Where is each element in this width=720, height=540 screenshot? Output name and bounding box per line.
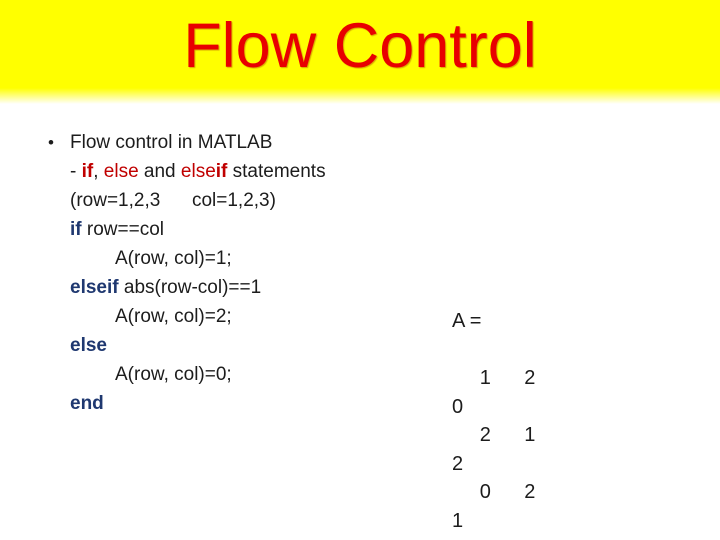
code-segment: , bbox=[93, 161, 104, 182]
code-line: elseif abs(row-col)==1 bbox=[48, 273, 448, 302]
code-segment: A(row, col)=1; bbox=[115, 248, 232, 269]
code-segment: Flow control in MATLAB bbox=[70, 132, 273, 153]
matrix-output-line: 2 1 bbox=[452, 424, 536, 446]
code-segment: (row=1,2,3 col=1,2,3) bbox=[70, 190, 276, 211]
matrix-output-line: 0 bbox=[452, 395, 464, 418]
code-segment: A(row, col)=2; bbox=[115, 306, 232, 327]
code-line: (row=1,2,3 col=1,2,3) bbox=[48, 186, 448, 215]
matrix-output-line bbox=[452, 336, 535, 365]
code-line: end bbox=[48, 389, 448, 418]
code-line: A(row, col)=1; bbox=[48, 244, 448, 273]
code-line: else bbox=[48, 331, 448, 360]
code-segment: else bbox=[70, 335, 107, 356]
matrix-output-line: 2 bbox=[452, 452, 464, 475]
code-segment: A(row, col)=0; bbox=[115, 364, 232, 385]
code-segment: row==col bbox=[81, 219, 164, 240]
code-segment: if bbox=[81, 161, 94, 182]
matrix-output-line: A = bbox=[452, 310, 482, 332]
code-segment: if bbox=[215, 161, 228, 182]
code-segment: else bbox=[103, 161, 139, 182]
code-line: • Flow control in MATLAB bbox=[48, 128, 448, 157]
code-line: if row==col bbox=[48, 215, 448, 244]
code-segment: if bbox=[70, 219, 82, 240]
code-line: A(row, col)=2; bbox=[48, 302, 448, 331]
code-segment: end bbox=[70, 393, 104, 414]
code-segment: elseif bbox=[70, 277, 119, 298]
bullet-marker: • bbox=[48, 133, 54, 152]
code-segment: statements bbox=[227, 161, 326, 182]
code-block: • Flow control in MATLAB - if, else and el… bbox=[48, 128, 448, 418]
code-segment: - bbox=[70, 161, 82, 182]
matrix-output-line: 1 2 bbox=[452, 367, 536, 389]
matrix-output-line: 0 2 bbox=[452, 481, 536, 503]
code-segment: abs(row-col)==1 bbox=[118, 277, 262, 298]
matrix-output: A = 1 2 0 2 1 2 0 2 1 bbox=[452, 307, 535, 535]
matrix-output-line: 1 bbox=[452, 509, 464, 532]
code-segment: else bbox=[180, 161, 216, 182]
code-segment: and bbox=[138, 161, 181, 182]
page-title: Flow Control bbox=[183, 11, 537, 81]
code-line: - if, else and elseif statements bbox=[48, 157, 448, 186]
slide-header: Flow Control bbox=[0, 0, 720, 106]
code-line: A(row, col)=0; bbox=[48, 360, 448, 389]
